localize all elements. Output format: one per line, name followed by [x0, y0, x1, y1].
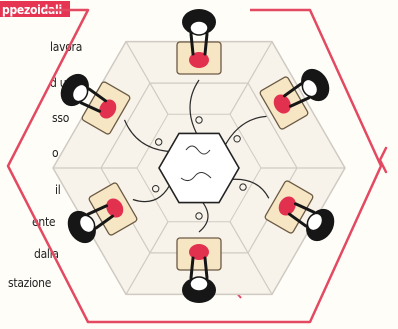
person-arm-icon: [205, 34, 207, 54]
workstation-bottom: [177, 238, 221, 303]
workstation-top: [177, 9, 221, 74]
person-head-icon: [190, 21, 208, 35]
person-arm-icon: [205, 258, 207, 278]
person-arm-icon: [191, 34, 193, 54]
person-head-icon: [190, 277, 208, 291]
person-arm-icon: [191, 258, 193, 278]
